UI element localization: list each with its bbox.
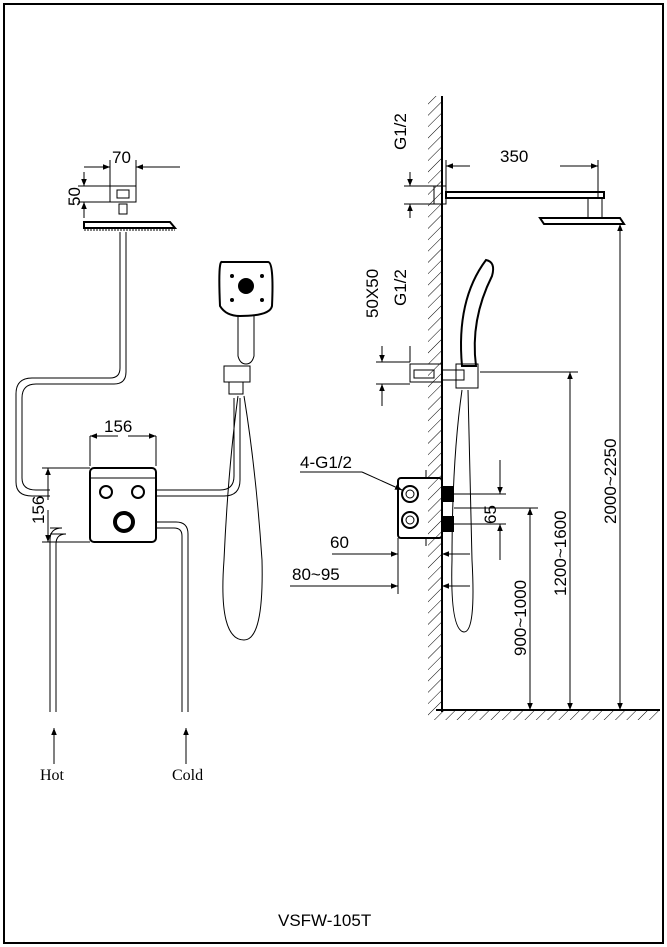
front-view: 70 50 156 156 <box>15 148 274 784</box>
dim-head-height: 2000~2250 <box>601 438 620 524</box>
dim-inlet-spacing: 65 <box>481 505 500 524</box>
dim-depth-range: 80~95 <box>292 565 340 584</box>
valve-box-front <box>89 467 157 543</box>
dim-top-height: 50 <box>65 187 84 206</box>
dim-box-width: 156 <box>104 417 132 436</box>
hand-shower-front <box>218 260 274 395</box>
dim-box-height: 156 <box>29 496 48 524</box>
knob-icon <box>113 511 135 533</box>
floor-hatch <box>428 710 660 720</box>
side-view: G1/2 350 50X50 G1/2 4-G1/2 <box>290 96 660 720</box>
label-inlets: 4-G1/2 <box>300 453 352 472</box>
knob-icon <box>131 485 145 499</box>
knob-icon <box>99 485 113 499</box>
shower-head-front <box>83 185 178 231</box>
cold-label: Cold <box>172 767 203 784</box>
dim-holder-height: 1200~1600 <box>551 510 570 596</box>
dim-top-width: 70 <box>112 148 131 167</box>
dim-arm-length: 350 <box>500 147 528 166</box>
wall-hatch <box>428 96 442 710</box>
drawing-frame <box>3 3 664 944</box>
dim-valve-height: 900~1000 <box>511 580 530 656</box>
hot-label: Hot <box>40 767 65 784</box>
dim-outlet-thread: G1/2 <box>391 269 410 306</box>
dim-head-thread: G1/2 <box>391 113 410 150</box>
dim-outlet-size: 50X50 <box>363 269 382 318</box>
model-number: VSFW-105T <box>278 911 371 930</box>
dim-depth: 60 <box>330 533 349 552</box>
